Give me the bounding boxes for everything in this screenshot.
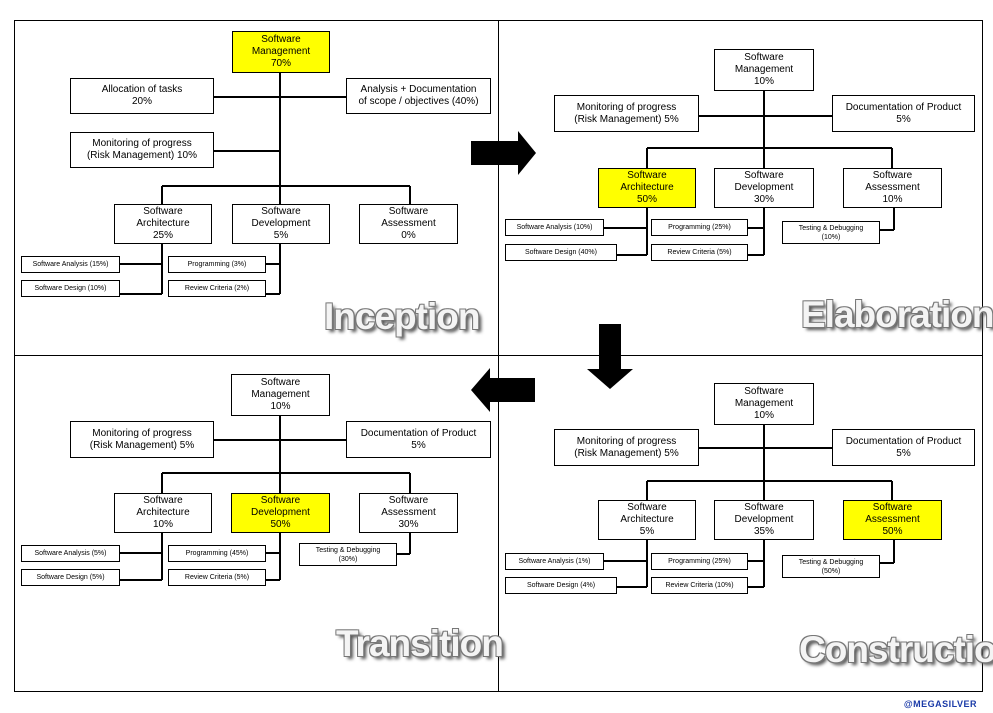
node-documentation-of-product: Documentation of Product 5% xyxy=(832,95,975,132)
node-programming: Programming (25%) xyxy=(651,553,748,570)
node-programming: Programming (25%) xyxy=(651,219,748,236)
node-software-management: Software Management 10% xyxy=(714,49,814,91)
node-review-criteria: Review Criteria (5%) xyxy=(168,569,266,586)
phase-label-construction: Construction xyxy=(799,629,993,670)
quadrant-transition: Software Management 10% Monitoring of pr… xyxy=(14,356,504,691)
node-software-analysis: Software Analysis (15%) xyxy=(21,256,120,273)
node-software-development: Software Development 35% xyxy=(714,500,814,540)
node-software-design: Software Design (10%) xyxy=(21,280,120,297)
connector-lines xyxy=(604,91,895,256)
arrow-down-icon xyxy=(587,324,633,389)
connector-lines xyxy=(120,73,411,295)
node-documentation-of-product: Documentation of Product 5% xyxy=(832,429,975,466)
credit-watermark: @MEGASILVER xyxy=(903,699,977,709)
connector-lines xyxy=(604,425,895,588)
node-software-assessment: Software Assessment 50% xyxy=(843,500,942,540)
node-software-architecture: Software Architecture 10% xyxy=(114,493,212,533)
node-monitoring-of-progress: Monitoring of progress (Risk Management)… xyxy=(70,421,214,458)
node-testing-debugging: Testing & Debugging (50%) xyxy=(782,555,880,578)
node-software-assessment: Software Assessment 30% xyxy=(359,493,458,533)
node-software-development: Software Development 50% xyxy=(231,493,330,533)
quadrant-inception: Software Management 70% Allocation of ta… xyxy=(14,20,498,355)
connector-lines xyxy=(120,416,411,581)
node-review-criteria: Review Criteria (2%) xyxy=(168,280,266,297)
quadrant-construction: Software Management 10% Monitoring of pr… xyxy=(499,356,993,691)
node-software-design: Software Design (40%) xyxy=(505,244,617,261)
node-software-management: Software Management 10% xyxy=(231,374,330,416)
node-review-criteria: Review Criteria (5%) xyxy=(651,244,748,261)
node-testing-debugging: Testing & Debugging (10%) xyxy=(782,221,880,244)
node-software-design: Software Design (5%) xyxy=(21,569,120,586)
node-software-management: Software Management 10% xyxy=(714,383,814,425)
node-software-architecture: Software Architecture 25% xyxy=(114,204,212,244)
node-programming: Programming (3%) xyxy=(168,256,266,273)
node-software-analysis: Software Analysis (10%) xyxy=(505,219,604,236)
node-software-analysis: Software Analysis (5%) xyxy=(21,545,120,562)
node-software-assessment: Software Assessment 10% xyxy=(843,168,942,208)
node-software-analysis: Software Analysis (1%) xyxy=(505,553,604,570)
node-monitoring-of-progress: Monitoring of progress (Risk Management)… xyxy=(554,429,699,466)
node-documentation-of-product: Documentation of Product 5% xyxy=(346,421,491,458)
phase-label-elaboration: Elaboration xyxy=(801,294,993,335)
node-review-criteria: Review Criteria (10%) xyxy=(651,577,748,594)
arrow-right-icon xyxy=(471,131,536,175)
node-testing-debugging: Testing & Debugging (30%) xyxy=(299,543,397,566)
phase-label-inception: Inception xyxy=(324,296,480,337)
node-software-assessment: Software Assessment 0% xyxy=(359,204,458,244)
node-software-architecture: Software Architecture 50% xyxy=(598,168,696,208)
node-software-design: Software Design (4%) xyxy=(505,577,617,594)
node-software-development: Software Development 5% xyxy=(232,204,330,244)
node-analysis-documentation: Analysis + Documentation of scope / obje… xyxy=(346,78,491,114)
quadrant-elaboration: Software Management 10% Monitoring of pr… xyxy=(499,20,993,355)
phase-label-transition: Transition xyxy=(336,623,504,664)
node-software-architecture: Software Architecture 5% xyxy=(598,500,696,540)
node-monitoring-of-progress: Monitoring of progress (Risk Management)… xyxy=(70,132,214,168)
node-software-development: Software Development 30% xyxy=(714,168,814,208)
arrow-left-icon xyxy=(471,368,535,412)
node-monitoring-of-progress: Monitoring of progress (Risk Management)… xyxy=(554,95,699,132)
node-programming: Programming (45%) xyxy=(168,545,266,562)
node-software-management: Software Management 70% xyxy=(232,31,330,73)
node-allocation-of-tasks: Allocation of tasks 20% xyxy=(70,78,214,114)
